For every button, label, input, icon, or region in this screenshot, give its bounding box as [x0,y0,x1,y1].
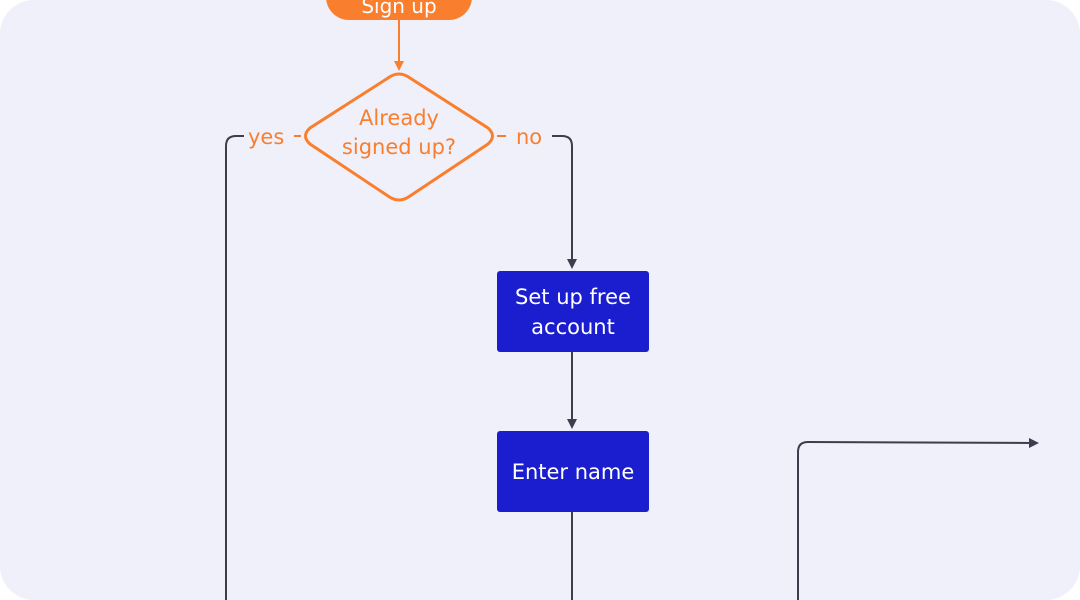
decision-label-line2: signed up? [341,135,457,159]
enter-name-label: Enter name [511,459,635,484]
setup-label-line1: Set up free [515,284,631,309]
process-enter-name[interactable]: Enter name [497,431,649,512]
edge-right-return [797,437,1039,600]
edge-label-yes: yes [244,125,289,149]
decision-label-line1: Already [359,106,439,130]
edge-yes-branch [225,135,244,600]
start-terminal-label: Sign up [361,0,437,18]
decision-label[interactable]: Already signed up? [310,98,488,168]
decision-diamond [304,72,494,202]
edge-label-no: no [512,125,547,149]
process-setup-account[interactable]: Set up free account [497,271,649,352]
edge-no-branch [552,135,577,269]
setup-label-line2: account [531,314,615,339]
start-terminal[interactable]: Sign up [326,0,472,20]
